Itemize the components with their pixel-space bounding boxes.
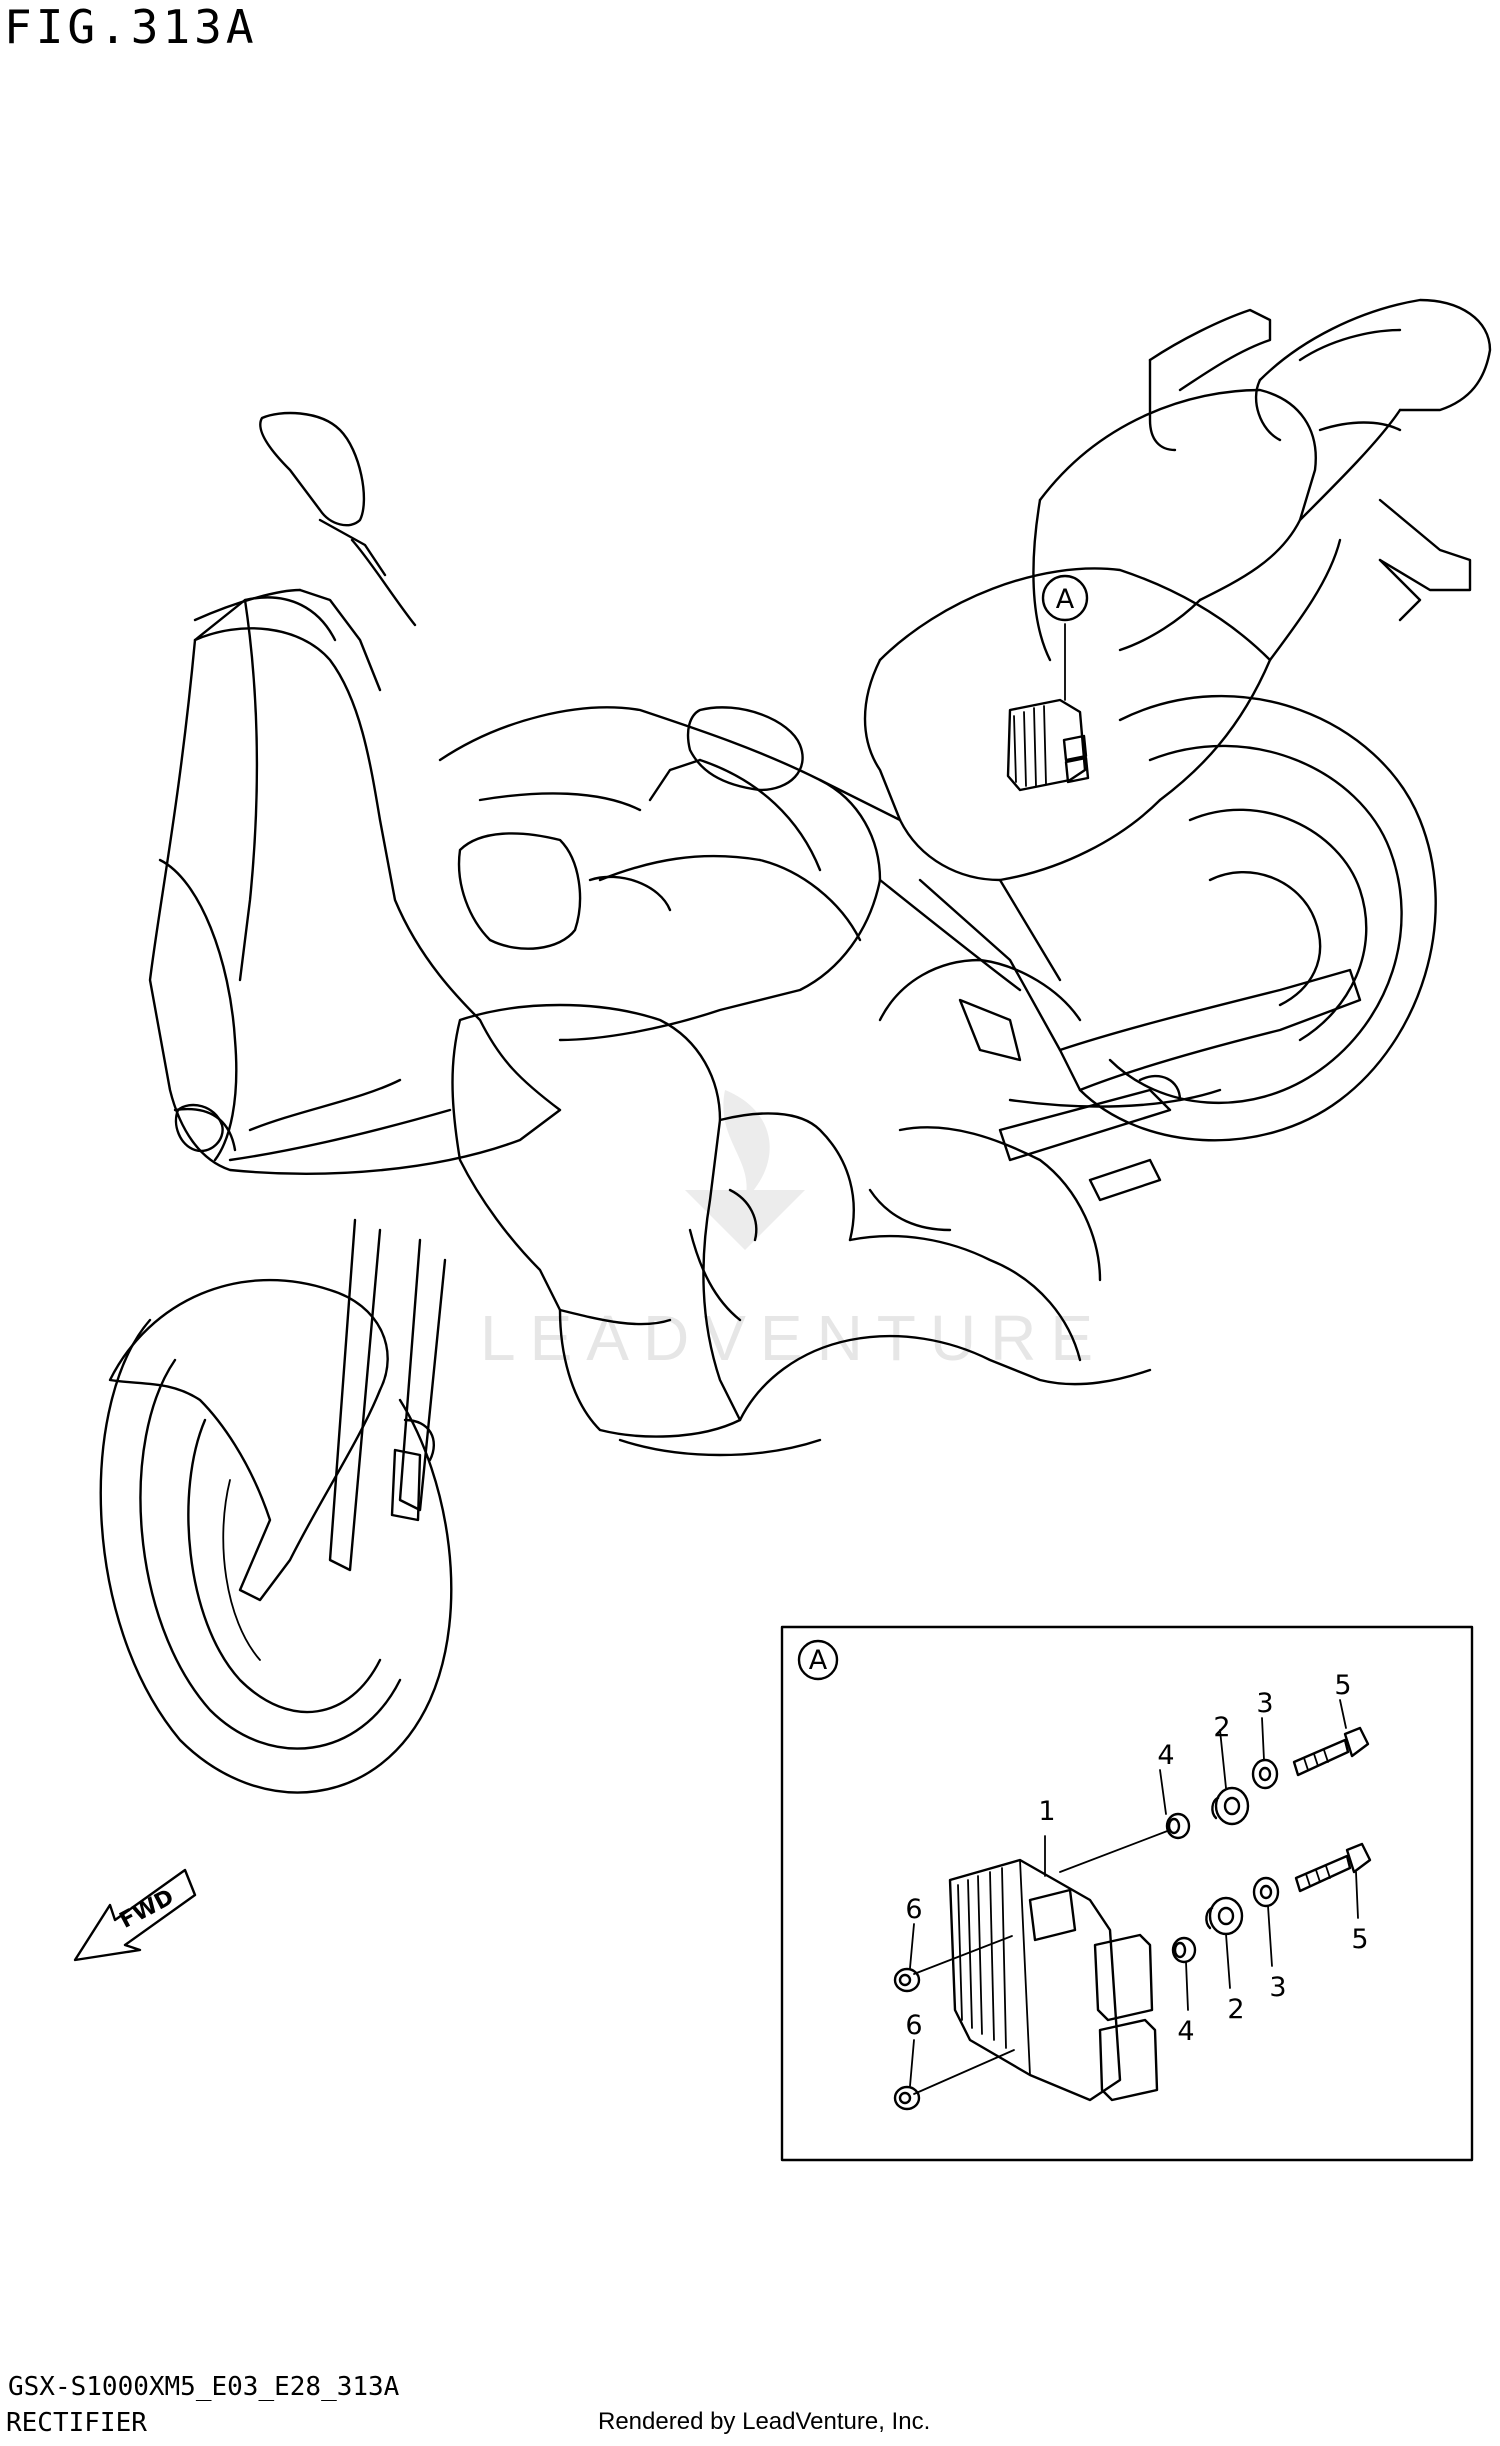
ref-5-upper: 5 [1334, 1670, 1351, 1701]
nut-upper [893, 1967, 921, 1993]
rectifier-part [948, 1858, 1159, 2102]
bolt-upper [1292, 1726, 1370, 1777]
bolt-lower [1294, 1842, 1372, 1893]
render-credit: Rendered by LeadVenture, Inc. [598, 2408, 931, 2435]
callout-a-label: A [1056, 584, 1075, 615]
watermark: LEADVENTURE [480, 1090, 1107, 1374]
ref-6-upper: 6 [905, 1894, 922, 1925]
fwd-arrow-icon: FWD [73, 1868, 197, 1962]
ref-1: 1 [1038, 1796, 1055, 1827]
detail-box-label: A [809, 1645, 828, 1676]
grommet-upper [1211, 1786, 1250, 1826]
collar-lower [1171, 1936, 1197, 1964]
detail-box-a: A [780, 1625, 1474, 2162]
callout-a-marker: A [1041, 574, 1089, 622]
grommet-lower [1205, 1896, 1244, 1936]
motorcycle-illustration [99, 298, 1492, 1794]
model-code: GSX-S1000XM5_E03_E28_313A [8, 2372, 400, 2402]
ref-2-lower: 2 [1227, 1994, 1244, 2025]
nut-lower [893, 2085, 921, 2111]
ref-4-lower: 4 [1177, 2016, 1194, 2047]
ref-5-lower: 5 [1351, 1924, 1368, 1955]
washer-lower [1252, 1876, 1280, 1908]
rectifier-in-situ [1006, 698, 1090, 792]
ref-2-upper: 2 [1213, 1712, 1230, 1743]
ref-6-lower: 6 [905, 2010, 922, 2041]
ref-4-upper: 4 [1157, 1740, 1174, 1771]
washer-upper [1251, 1758, 1279, 1790]
ref-3-upper: 3 [1256, 1688, 1273, 1719]
ref-3-lower: 3 [1269, 1972, 1286, 2003]
watermark-text: LEADVENTURE [480, 1302, 1107, 1374]
collar-upper [1165, 1812, 1191, 1840]
figure-title: FIG.313A [4, 0, 258, 54]
part-name: RECTIFIER [6, 2408, 147, 2438]
